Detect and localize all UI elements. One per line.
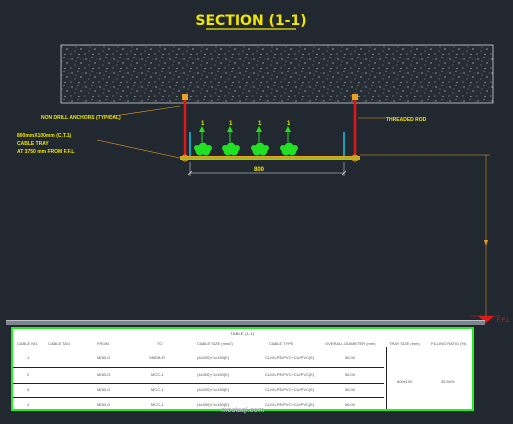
- cable-1: [194, 126, 212, 156]
- cable-4: [280, 126, 298, 156]
- cell-from: MDB-G: [97, 402, 111, 407]
- cell-cable-no: 1: [27, 355, 30, 360]
- cell-from: MDB-G: [97, 387, 111, 392]
- watermark: mostaql.com: [221, 407, 265, 414]
- cell-to: SMDB-R: [149, 355, 165, 360]
- cell-to: MCC-1: [151, 402, 164, 407]
- cell-cable-size: (4x300)+1x150(E): [197, 372, 230, 377]
- concrete-slab: [60, 44, 494, 104]
- header-from: FROM: [97, 341, 109, 346]
- cables: [194, 126, 298, 156]
- cell-cable-no: 3: [27, 387, 30, 392]
- tray-name-label: CABLE TRAY: [17, 141, 49, 147]
- tray-nut-left: [181, 154, 189, 162]
- tray-leader: [96, 139, 181, 159]
- cell-cable-type: CU/XLPE/PVC+CU/PVC(E): [265, 387, 315, 392]
- cable-number-3: 1: [258, 121, 262, 127]
- cable-3: [251, 126, 269, 156]
- header-to: TO: [157, 341, 163, 346]
- header-cable-no: CABLE NO.: [17, 341, 39, 346]
- finished-floor-level: [6, 320, 485, 325]
- cable-number-4: 1: [287, 121, 291, 127]
- cell-to: MCC-1: [151, 372, 164, 377]
- header-overall-diameter: OVERALL DIAMETER (mm): [325, 341, 376, 346]
- cell-cable-type: CU/XLPE/PVC+CU/PVC(E): [265, 355, 315, 360]
- cable-2: [222, 126, 240, 156]
- header-cable-type: CABLE TYPE: [269, 341, 294, 346]
- width-dimension: [187, 162, 347, 176]
- header-tray-size: TRAY SIZE (mm): [389, 341, 420, 346]
- section-title: SECTION (1-1): [195, 13, 306, 29]
- tray-nut-right: [351, 154, 359, 162]
- row-divider: [13, 397, 384, 398]
- tray-height-label: AT 3750 mm FROM F.F.L: [17, 149, 74, 155]
- cell-cable-no: 4: [27, 402, 30, 407]
- cell-cable-type: CU/XLPE/PVC+CU/PVC(E): [265, 402, 315, 407]
- cable-schedule-table: TABLE (1-1) CABLE NO. CABLE TAG FROM TO …: [11, 327, 474, 414]
- anchors-label: NON DRILL ANCHORS (TYPICAL): [41, 115, 121, 121]
- anchor-right: [352, 94, 358, 100]
- cell-cable-no: 2: [27, 372, 30, 377]
- column-divider: [386, 347, 387, 409]
- cell-cable-size: (4x300)+1x150(E): [197, 402, 230, 407]
- anchor-left: [182, 94, 188, 100]
- tray-size-value: 800x100: [397, 379, 413, 384]
- header-cable-tag: CABLE TAG: [48, 341, 71, 346]
- header-filling-ratio: FILLING RATIO (%): [431, 341, 467, 346]
- ffl-label: F.F.L: [497, 318, 510, 324]
- anchors-leader: [107, 105, 181, 118]
- rod-label: THREADED ROD: [386, 117, 427, 123]
- header-cable-size: CABLE SIZE (mm2): [197, 341, 233, 346]
- cell-diameter: 56.00: [345, 355, 356, 360]
- floor-highlight: [6, 320, 485, 321]
- row-divider: [13, 383, 384, 384]
- filling-ratio-value: 35.54%: [441, 379, 455, 384]
- cell-diameter: 56.00: [345, 387, 356, 392]
- cell-from: MDB-G: [97, 372, 111, 377]
- table-title: TABLE (1-1): [230, 331, 255, 336]
- height-dimension: [360, 154, 500, 323]
- cell-cable-type: CU/XLPE/PVC+CU/PVC(E): [265, 372, 315, 377]
- cell-to: MCC-1: [151, 387, 164, 392]
- cell-cable-size: (4x300)+1x150(E): [197, 387, 230, 392]
- tray-size-label: 800mmX100mm (C.T.1): [17, 133, 72, 139]
- cell-diameter: 56.00: [345, 372, 356, 377]
- dimension-label: 800: [254, 167, 265, 173]
- cable-number-2: 1: [229, 121, 233, 127]
- cable-number-1: 1: [201, 121, 205, 127]
- row-divider: [13, 367, 384, 368]
- cell-from: MDB-G: [97, 355, 111, 360]
- cell-cable-size: (4x300)+1x150(E): [197, 355, 230, 360]
- cell-diameter: 56.00: [345, 402, 356, 407]
